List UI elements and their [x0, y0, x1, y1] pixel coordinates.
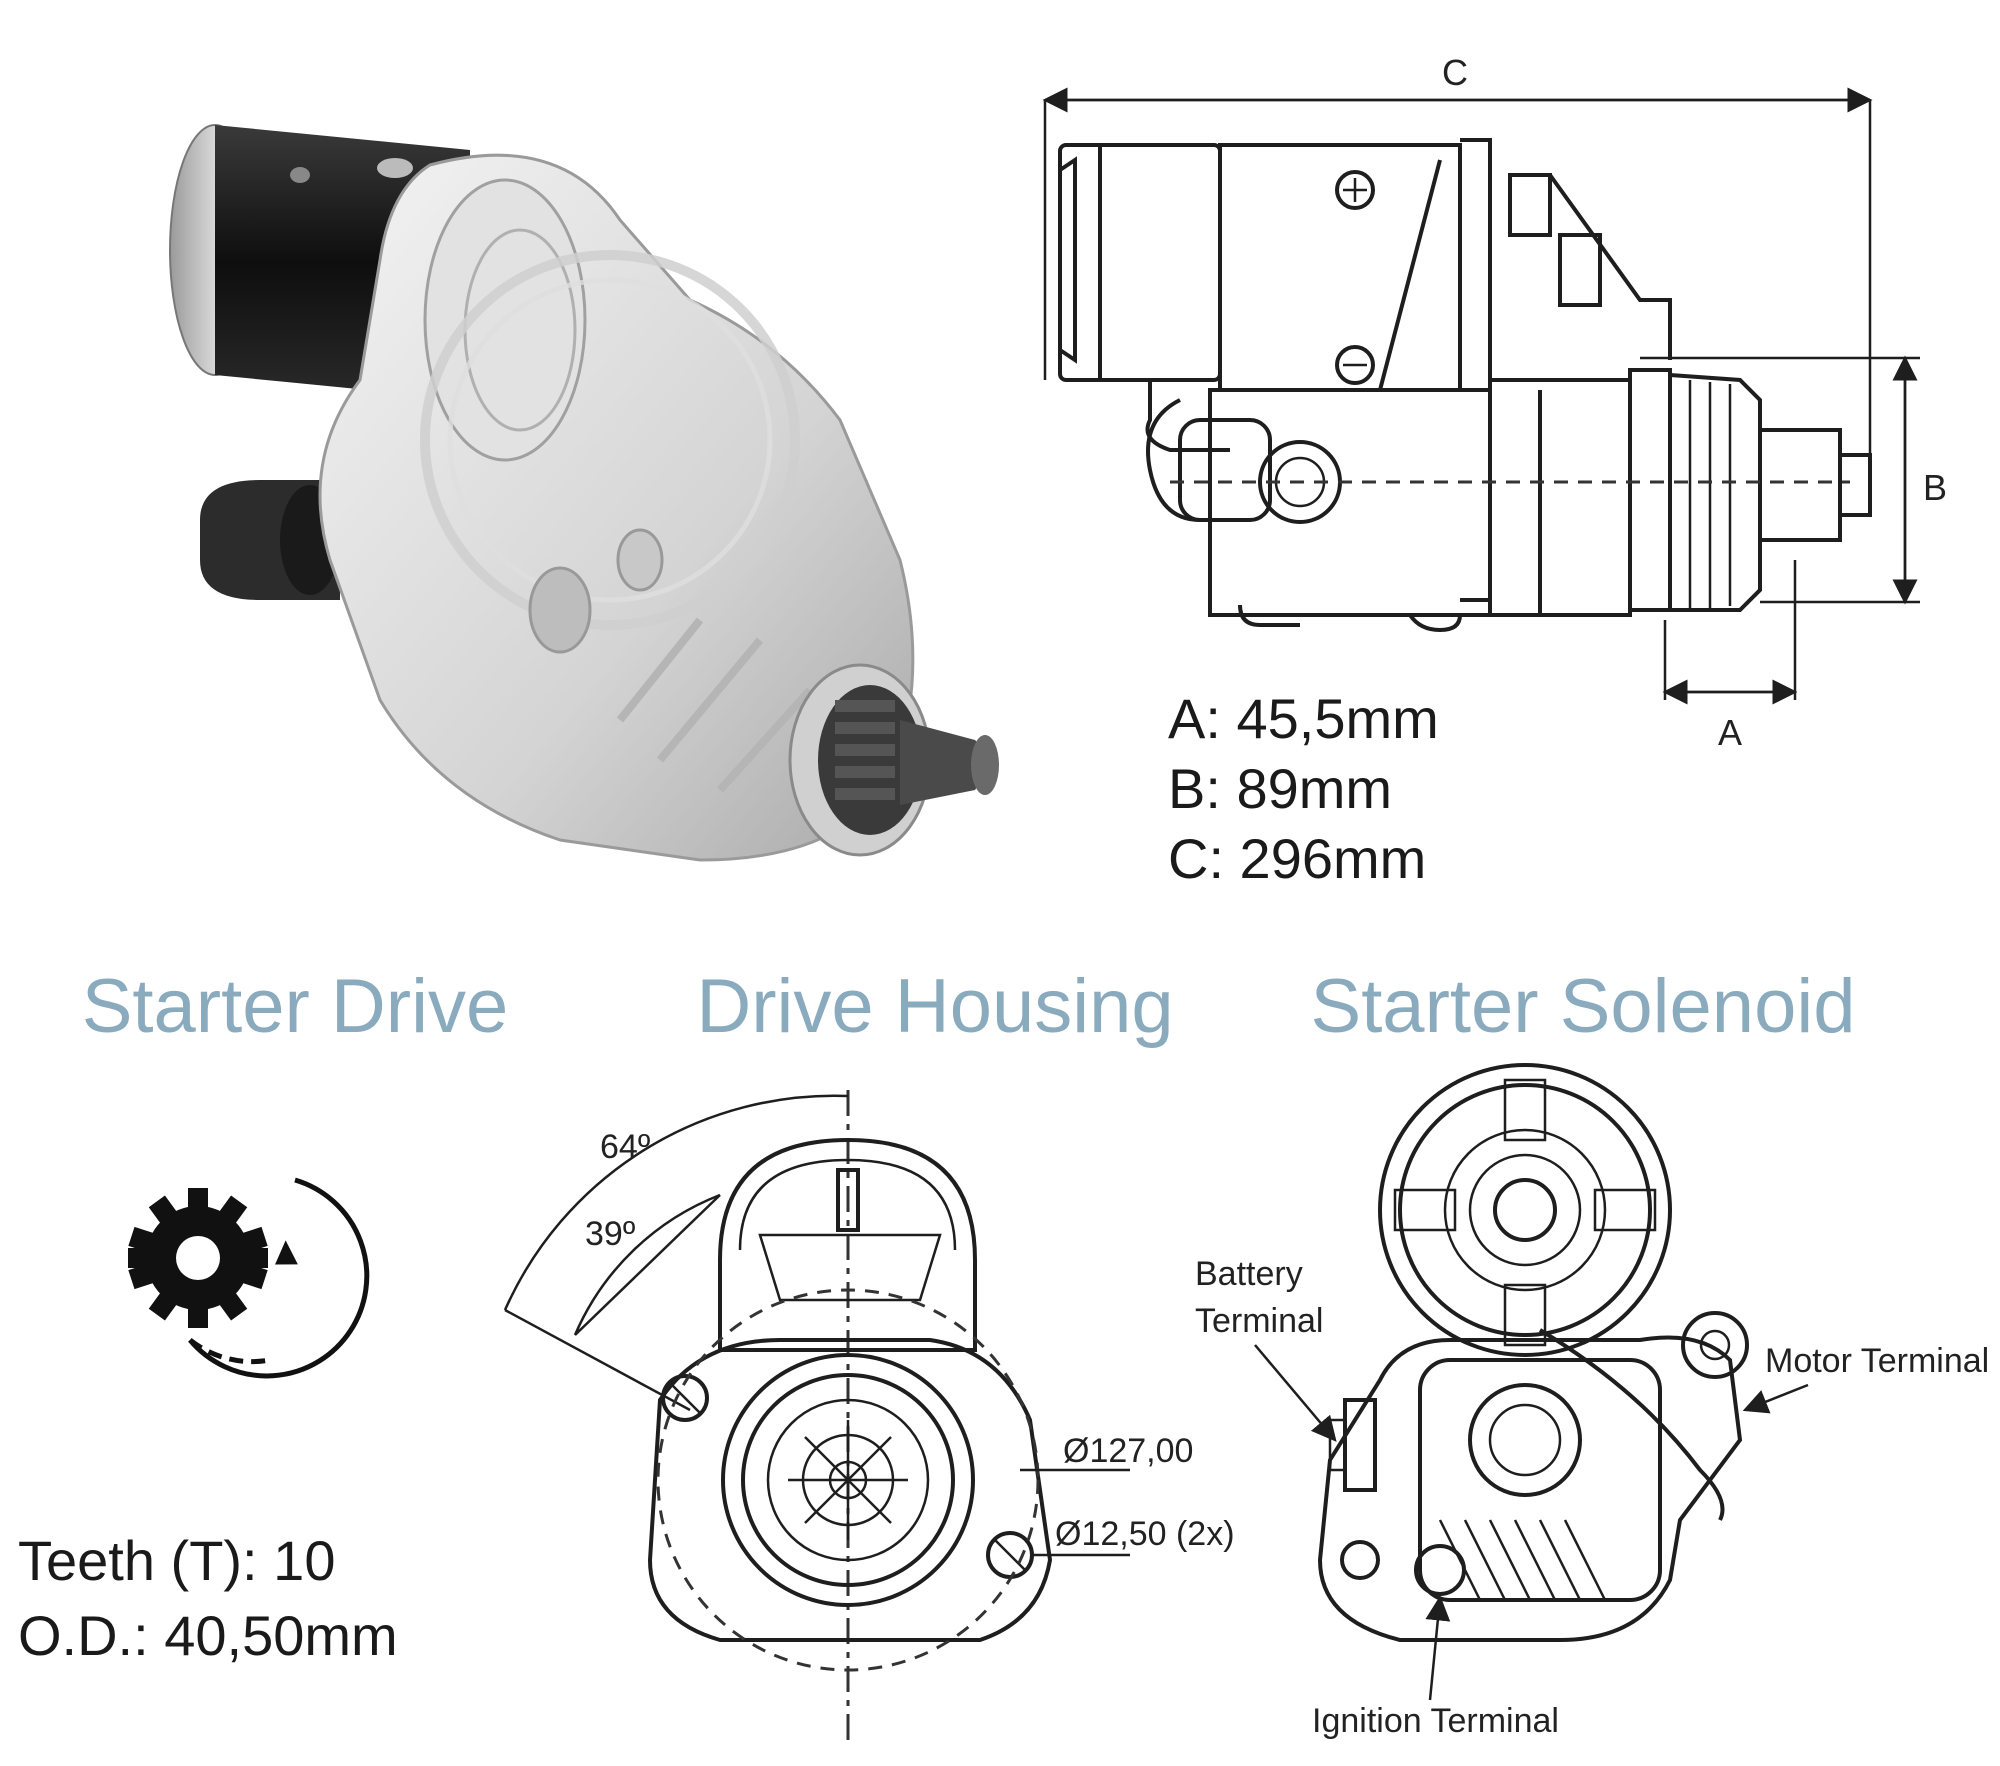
angle-64-label: 64º — [600, 1128, 650, 1166]
dimension-list: A: 45,5mm B: 89mm C: 296mm — [1168, 687, 1439, 890]
dimension-c-value: C: 296mm — [1168, 827, 1426, 890]
battery-terminal-label-2: Terminal — [1195, 1302, 1323, 1340]
dimension-b-marker: B — [1923, 467, 1947, 508]
dimension-b-value: B: 89mm — [1168, 757, 1392, 820]
solenoid-labels: Battery Terminal Motor Terminal Ignition… — [1195, 1255, 1989, 1740]
section-title-starter-solenoid: Starter Solenoid — [1311, 964, 1856, 1049]
angle-39-label: 39º — [585, 1215, 635, 1253]
section-title-starter-drive: Starter Drive — [82, 964, 509, 1049]
diameter-main-label: Ø127,00 — [1063, 1432, 1193, 1470]
ignition-terminal-label: Ignition Terminal — [1312, 1702, 1559, 1740]
battery-terminal-label: Battery — [1195, 1255, 1303, 1293]
starter-solenoid-drawing — [1317, 1063, 1749, 1642]
dimension-a-marker: A — [1718, 712, 1742, 753]
side-view-drawing: C — [1042, 52, 1947, 753]
outer-diameter: O.D.: 40,50mm — [18, 1604, 398, 1667]
section-title-drive-housing: Drive Housing — [696, 964, 1173, 1049]
starter-motor-photo — [169, 124, 999, 862]
teeth-count: Teeth (T): 10 — [18, 1529, 335, 1592]
dimension-a-value: A: 45,5mm — [1168, 687, 1439, 750]
dimension-c-marker: C — [1442, 52, 1468, 93]
motor-terminal-label: Motor Terminal — [1765, 1342, 1989, 1380]
diameter-holes-label: Ø12,50 (2x) — [1055, 1515, 1235, 1553]
gear-rotation-icon — [128, 1177, 370, 1379]
drive-housing-drawing: 64º 39º Ø127,00 Ø12,50 (2x) — [503, 1090, 1235, 1740]
